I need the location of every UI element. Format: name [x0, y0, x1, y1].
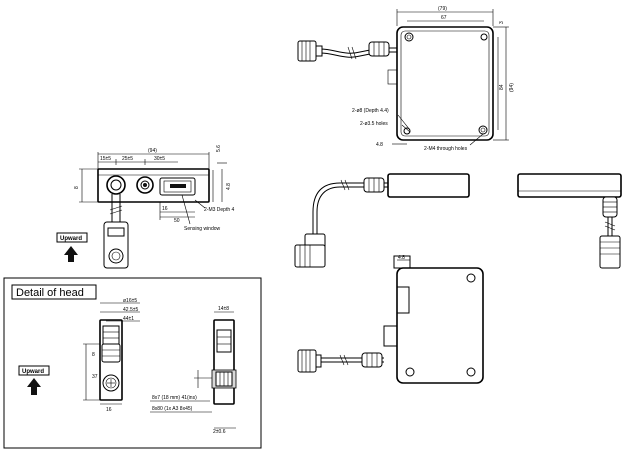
mount-hole-br-inner — [480, 127, 486, 133]
upward-box-top — [56, 232, 88, 243]
head-m3-label: 2-M3 Depth 4 — [204, 207, 235, 213]
detail-d2: 42.5±5 — [123, 307, 138, 313]
bottom-connector — [297, 349, 317, 373]
top-view-group: (79) 67 (94) 84 3 2-ø8 (Depth 4.4) 2-ø3.… — [297, 6, 515, 152]
mount-hole-tr — [480, 33, 488, 41]
top-plate-inner — [400, 30, 490, 137]
bottom-plate-outline — [396, 267, 484, 384]
upward-text-top: Upward — [60, 236, 82, 242]
sensing-window — [159, 177, 196, 196]
top-dim-overall: (79) — [438, 6, 447, 12]
mount-hole-bl — [403, 127, 411, 135]
detail-d5: 8 — [92, 352, 95, 358]
top-dim-94: (94) — [509, 83, 515, 92]
mount-hole-tl-inner — [406, 34, 412, 40]
detail-front-body — [99, 319, 123, 401]
top-plate-outline — [396, 26, 494, 141]
head-dim-5p6: 5.6 — [216, 145, 222, 152]
detail-side-dim: 14±8 — [218, 306, 229, 312]
svg-text:37: 37 — [92, 374, 98, 380]
top-connector — [297, 40, 317, 62]
detail-d3: 44±1 — [123, 316, 134, 322]
side-view-group — [294, 173, 622, 269]
detail-note2: 8x80 (1x A3 8x45) — [152, 406, 193, 412]
detail-title: Detail of head — [16, 287, 84, 299]
top-dim-4p8: 4.8 — [376, 142, 383, 148]
upward-indicator-top: Upward — [56, 232, 88, 262]
side-cable-left — [312, 182, 364, 234]
head-dim-seg1: 15±5 — [100, 156, 111, 162]
detail-title-box — [11, 284, 97, 300]
head-body — [97, 168, 210, 203]
upward-box-detail — [18, 365, 50, 376]
bottom-slot — [396, 286, 410, 314]
detail-of-head-group: Detail of head ø16±5 42.5±5 44±1 8 37 16 — [3, 277, 262, 449]
bottom-hole-2 — [466, 367, 476, 377]
side-body-right — [517, 173, 622, 198]
bottom-hole-3 — [405, 367, 415, 377]
mount-hole-tl — [404, 32, 414, 42]
head-lens-left — [106, 175, 126, 195]
detail-d4: 2±0.6 — [213, 429, 226, 435]
head-lens-mid — [136, 176, 154, 194]
top-dim-inner: 67 — [441, 15, 447, 21]
head-dim-overall: (94) — [148, 148, 157, 154]
head-dim-16: 16 — [162, 206, 168, 212]
plate-tab — [387, 69, 398, 85]
detail-note1: 8x7 (18 mm) 41(ins) — [152, 395, 197, 401]
head-dim-height: 8 — [74, 186, 80, 189]
mount-hole-br — [478, 125, 488, 135]
bottom-plate-tab — [393, 255, 411, 269]
side-body-left — [387, 173, 470, 198]
head-dim-4p8: 4.8 — [226, 183, 232, 190]
head-dim-seg2: 25±5 — [122, 156, 133, 162]
upward-text-detail: Upward — [22, 369, 44, 375]
top-dim-3: 3 — [499, 21, 505, 24]
side-connector-right — [599, 235, 621, 269]
detail-d5-bottom: 16 — [106, 407, 112, 413]
detail-d1: ø16±5 — [123, 298, 137, 304]
head-front-group: (94) 15±5 25±5 30±5 8 5.6 4.8 16 50 2-M3… — [74, 145, 235, 269]
head-dim-seg3: 30±5 — [154, 156, 165, 162]
head-dim-50: 50 — [174, 218, 180, 224]
detail-ferrite — [101, 343, 121, 363]
detail-frame — [3, 277, 262, 449]
bottom-view-group: 4.8 — [297, 255, 484, 384]
head-sensor-label: Sensing window — [184, 226, 221, 232]
top-hole-dia-label: 2-ø3.5 holes — [360, 121, 388, 127]
bottom-hole-1 — [466, 273, 476, 283]
detail-side-body — [213, 319, 235, 405]
upward-arrow-detail — [27, 378, 41, 395]
top-dim-84: 84 — [499, 84, 505, 90]
top-cable — [319, 47, 397, 54]
bottom-dim-label: 4.8 — [398, 255, 405, 261]
top-through-label: 2-M4 through holes — [424, 146, 468, 152]
detail-connector-face — [102, 374, 120, 392]
top-hole-depth-label: 2-ø8 (Depth 4.4) — [352, 108, 389, 114]
upward-arrow-top — [64, 246, 78, 262]
